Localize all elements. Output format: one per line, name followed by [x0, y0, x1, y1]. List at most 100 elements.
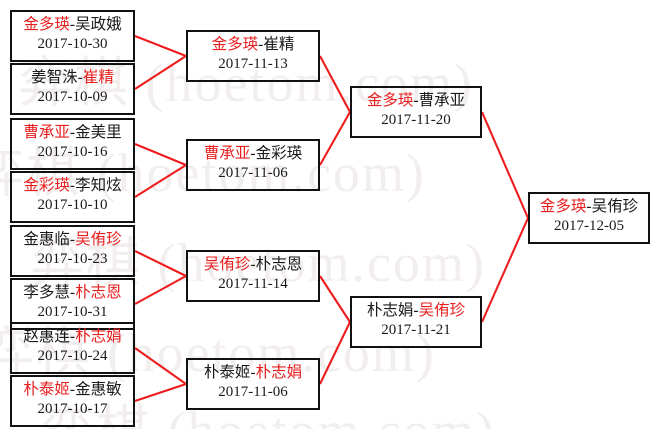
- player-right: 朴志恩: [75, 284, 122, 301]
- connector-line: [319, 55, 351, 113]
- player-right: 金彩瑛: [255, 145, 303, 162]
- connector-line: [134, 250, 187, 277]
- connector-line: [134, 55, 187, 90]
- player-separator: -: [69, 328, 76, 345]
- player-right: 朴志娟: [255, 364, 303, 381]
- match-players: 金彩瑛-李知炫: [12, 176, 133, 196]
- match-date: 2017-10-17: [37, 401, 108, 417]
- player-separator: -: [413, 92, 419, 109]
- player-right: 金惠敏: [75, 381, 122, 398]
- connector-line: [134, 347, 187, 385]
- connector-line: [134, 383, 187, 402]
- player-separator: -: [586, 198, 592, 215]
- player-left: 吴侑珍: [203, 256, 251, 273]
- match-players: 金多瑛-吴政娥: [12, 15, 133, 35]
- connector-line: [134, 164, 187, 198]
- connector-line: [319, 111, 351, 166]
- player-left: 曹承亚: [203, 145, 251, 162]
- player-left: 曹承亚: [23, 124, 70, 141]
- match-date: 2017-10-10: [37, 197, 108, 213]
- match-players: 曹承亚-金彩瑛: [188, 144, 318, 164]
- player-left: 金多瑛: [23, 16, 70, 33]
- connector-line: [134, 35, 187, 57]
- player-left: 朴泰姬: [23, 381, 70, 398]
- match-date: 2017-11-20: [381, 112, 451, 128]
- match-date: 2017-10-09: [37, 89, 108, 105]
- player-left: 赵惠连: [23, 328, 70, 345]
- player-separator: -: [250, 256, 256, 273]
- player-right: 吴侑珍: [75, 231, 122, 248]
- player-separator: -: [69, 284, 76, 301]
- match-players: 朴泰姬-朴志娟: [188, 363, 318, 383]
- match-date: 2017-11-14: [218, 276, 288, 292]
- match-date: 2017-10-16: [37, 144, 108, 160]
- match-players: 朴志娟-吴侑珍: [352, 301, 480, 321]
- player-right: 李知炫: [75, 177, 122, 194]
- match-players: 金惠临-吴侑珍: [12, 230, 133, 250]
- match-players: 赵惠连-朴志娟: [12, 327, 133, 347]
- match-box-r1m3[interactable]: 曹承亚-金美里 2017-10-16: [10, 118, 135, 170]
- player-left: 金彩瑛: [23, 177, 70, 194]
- player-left: 金多瑛: [211, 36, 259, 53]
- player-separator: -: [69, 124, 76, 141]
- match-date: 2017-11-06: [218, 165, 288, 181]
- connector-line: [134, 143, 187, 166]
- match-players: 姜智洙-崔精: [12, 68, 133, 88]
- player-separator: -: [250, 364, 256, 381]
- player-right: 朴志娟: [75, 328, 122, 345]
- player-separator: -: [413, 302, 419, 319]
- player-right: 朴志恩: [255, 256, 303, 273]
- player-left: 姜智洙: [31, 69, 78, 86]
- player-right: 吴政娥: [75, 16, 122, 33]
- connector-line: [481, 111, 529, 219]
- match-date: 2017-12-05: [554, 218, 624, 234]
- match-players: 金多瑛-曹承亚: [352, 91, 480, 111]
- player-right: 金美里: [75, 124, 122, 141]
- player-left: 李多慧: [23, 284, 70, 301]
- player-right: 崔精: [263, 36, 295, 53]
- match-date: 2017-10-23: [37, 251, 108, 267]
- player-right: 吴侑珍: [418, 302, 466, 319]
- match-date: 2017-10-31: [37, 304, 108, 320]
- player-separator: -: [69, 177, 76, 194]
- player-separator: -: [250, 145, 256, 162]
- connector-line: [481, 217, 529, 323]
- player-separator: -: [77, 69, 83, 86]
- match-players: 朴泰姬-金惠敏: [12, 380, 133, 400]
- connector-line: [319, 321, 351, 385]
- connector-line: [134, 275, 187, 305]
- player-right: 吴侑珍: [591, 198, 639, 215]
- player-left: 金多瑛: [539, 198, 587, 215]
- player-separator: -: [69, 381, 76, 398]
- match-players: 李多慧-朴志恩: [12, 283, 133, 303]
- match-date: 2017-11-21: [381, 322, 451, 338]
- player-left: 金惠临: [23, 231, 70, 248]
- player-separator: -: [69, 16, 76, 33]
- match-date: 2017-10-30: [37, 36, 108, 52]
- player-right: 曹承亚: [418, 92, 466, 109]
- match-players: 金多瑛-吴侑珍: [530, 197, 648, 217]
- match-players: 金多瑛-崔精: [188, 35, 318, 55]
- player-left: 金多瑛: [366, 92, 414, 109]
- player-right: 崔精: [82, 69, 114, 86]
- match-date: 2017-11-13: [218, 56, 288, 72]
- connector-line: [319, 275, 351, 323]
- player-separator: -: [258, 36, 264, 53]
- match-players: 吴侑珍-朴志恩: [188, 255, 318, 275]
- player-left: 朴志娟: [366, 302, 414, 319]
